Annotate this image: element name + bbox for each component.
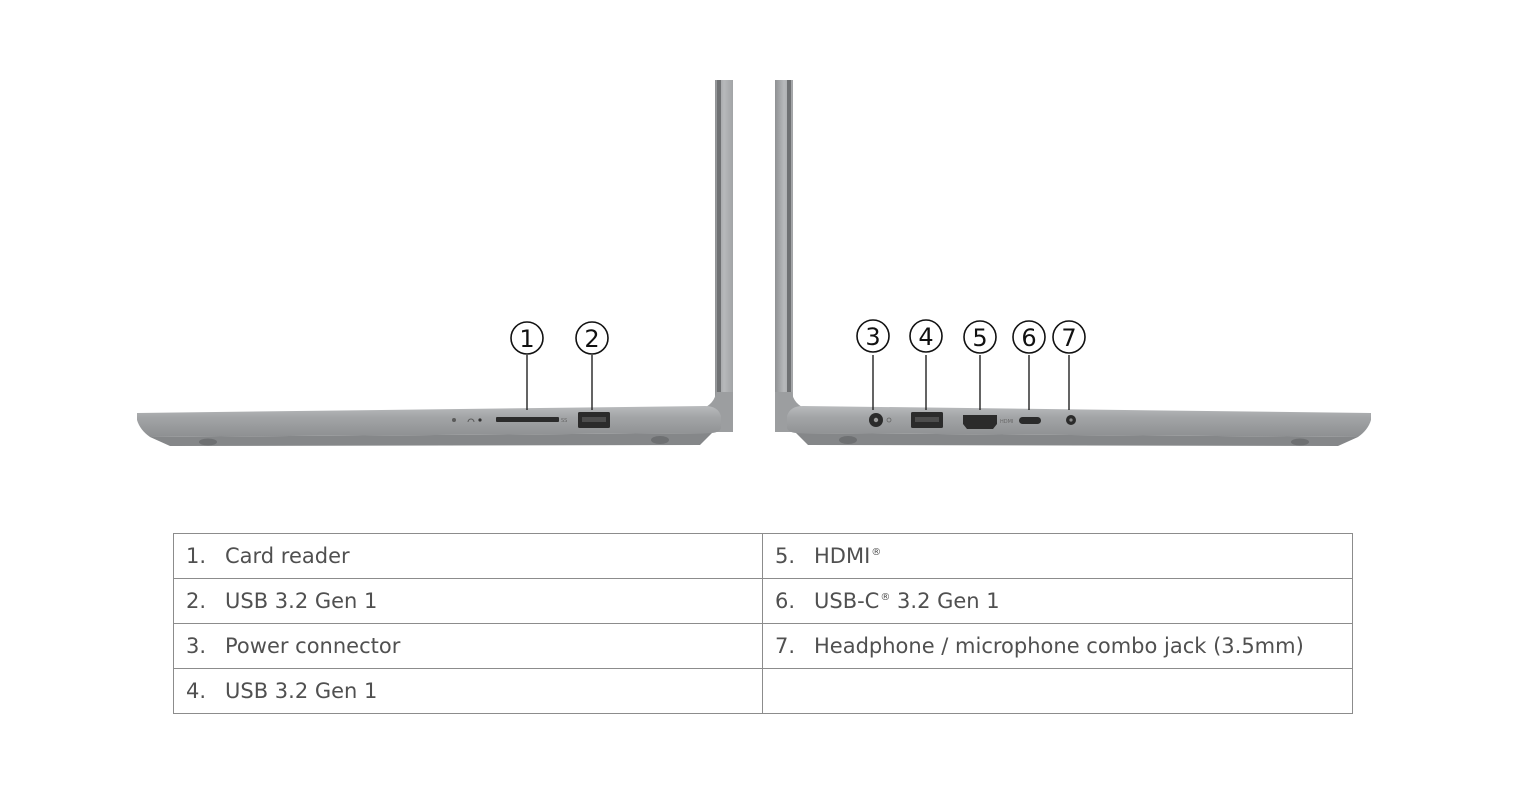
table-row: 4. USB 3.2 Gen 1 (173, 668, 1353, 714)
legend-label: USB 3.2 Gen 1 (225, 679, 378, 703)
legend-label: HDMI (814, 544, 871, 568)
indicator-dot-icon (478, 418, 482, 422)
registered-mark: ® (880, 592, 891, 603)
right-laptop-foot-rear (839, 436, 857, 444)
svg-text:HDMI: HDMI (1000, 419, 1013, 425)
status-led-icon (452, 418, 456, 422)
card-reader-port-icon (496, 417, 559, 422)
legend-item-2: 2. USB 3.2 Gen 1 (173, 578, 763, 624)
legend-label-rest: 3.2 Gen 1 (890, 589, 1000, 613)
legend-number: 3. (186, 634, 207, 658)
legend-label: Card reader (225, 544, 350, 568)
power-indicator-icon (886, 417, 892, 423)
callout-2: 2 (575, 321, 609, 355)
usb-c-port-icon (1019, 417, 1041, 424)
callout-7-label: 7 (1061, 324, 1076, 352)
callout-5-label: 5 (972, 324, 987, 352)
legend-number: 1. (186, 544, 207, 568)
legend-label: USB-C (814, 589, 880, 613)
left-laptop-base (137, 406, 721, 437)
legend-item-3: 3. Power connector (173, 623, 763, 669)
callout-3-label: 3 (865, 323, 880, 351)
legend-item-5: 5. HDMI® (762, 533, 1353, 579)
callout-3: 3 (856, 319, 890, 353)
legend-item-4: 4. USB 3.2 Gen 1 (173, 668, 763, 714)
callout-5: 5 (963, 320, 997, 354)
left-laptop-foot-rear (651, 436, 669, 444)
legend-label: USB 3.2 Gen 1 (225, 589, 378, 613)
legend-label: Power connector (225, 634, 401, 658)
legend-item-7: 7. Headphone / microphone combo jack (3.5… (762, 623, 1353, 669)
legend-number: 5. (775, 544, 796, 568)
legend-item-6: 6. USB-C® 3.2 Gen 1 (762, 578, 1353, 624)
callout-2-label: 2 (584, 325, 599, 353)
legend-item-1: 1. Card reader (173, 533, 763, 579)
registered-mark: ® (871, 547, 882, 558)
port-legend-table: 1.Card reader 5.HDMI® 2.USB 3.2 Gen 1 6.… (173, 533, 1353, 714)
legend-number: 2. (186, 589, 207, 613)
left-laptop-foot-front (199, 438, 217, 446)
hdmi-port-icon (963, 415, 997, 429)
callout-6: 6 (1012, 320, 1046, 354)
legend-label: Headphone / microphone combo jack (3.5mm… (814, 634, 1304, 658)
legend-empty-cell (762, 668, 1353, 714)
callout-6-label: 6 (1021, 324, 1036, 352)
legend-number: 6. (775, 589, 796, 613)
svg-text:SS: SS (561, 418, 567, 424)
callout-4: 4 (909, 319, 943, 353)
callout-1: 1 (510, 321, 544, 355)
table-row: 1. Card reader 5. HDMI® (173, 533, 1353, 579)
callout-4-label: 4 (918, 323, 933, 351)
right-side-laptop: HDMI 3 4 5 6 7 (775, 80, 1371, 446)
legend-number: 7. (775, 634, 796, 658)
left-side-laptop: SS 1 2 (137, 80, 733, 446)
right-laptop-foot-front (1291, 438, 1309, 446)
legend-number: 4. (186, 679, 207, 703)
callout-7: 7 (1052, 320, 1086, 354)
callout-1-label: 1 (519, 325, 534, 353)
table-row: 2. USB 3.2 Gen 1 6. USB-C® 3.2 Gen 1 (173, 578, 1353, 624)
headset-glyph-icon (467, 418, 475, 423)
laptop-side-views: SS 1 2 HDMI (137, 80, 1371, 446)
table-row: 3. Power connector 7. Headphone / micropho… (173, 623, 1353, 669)
